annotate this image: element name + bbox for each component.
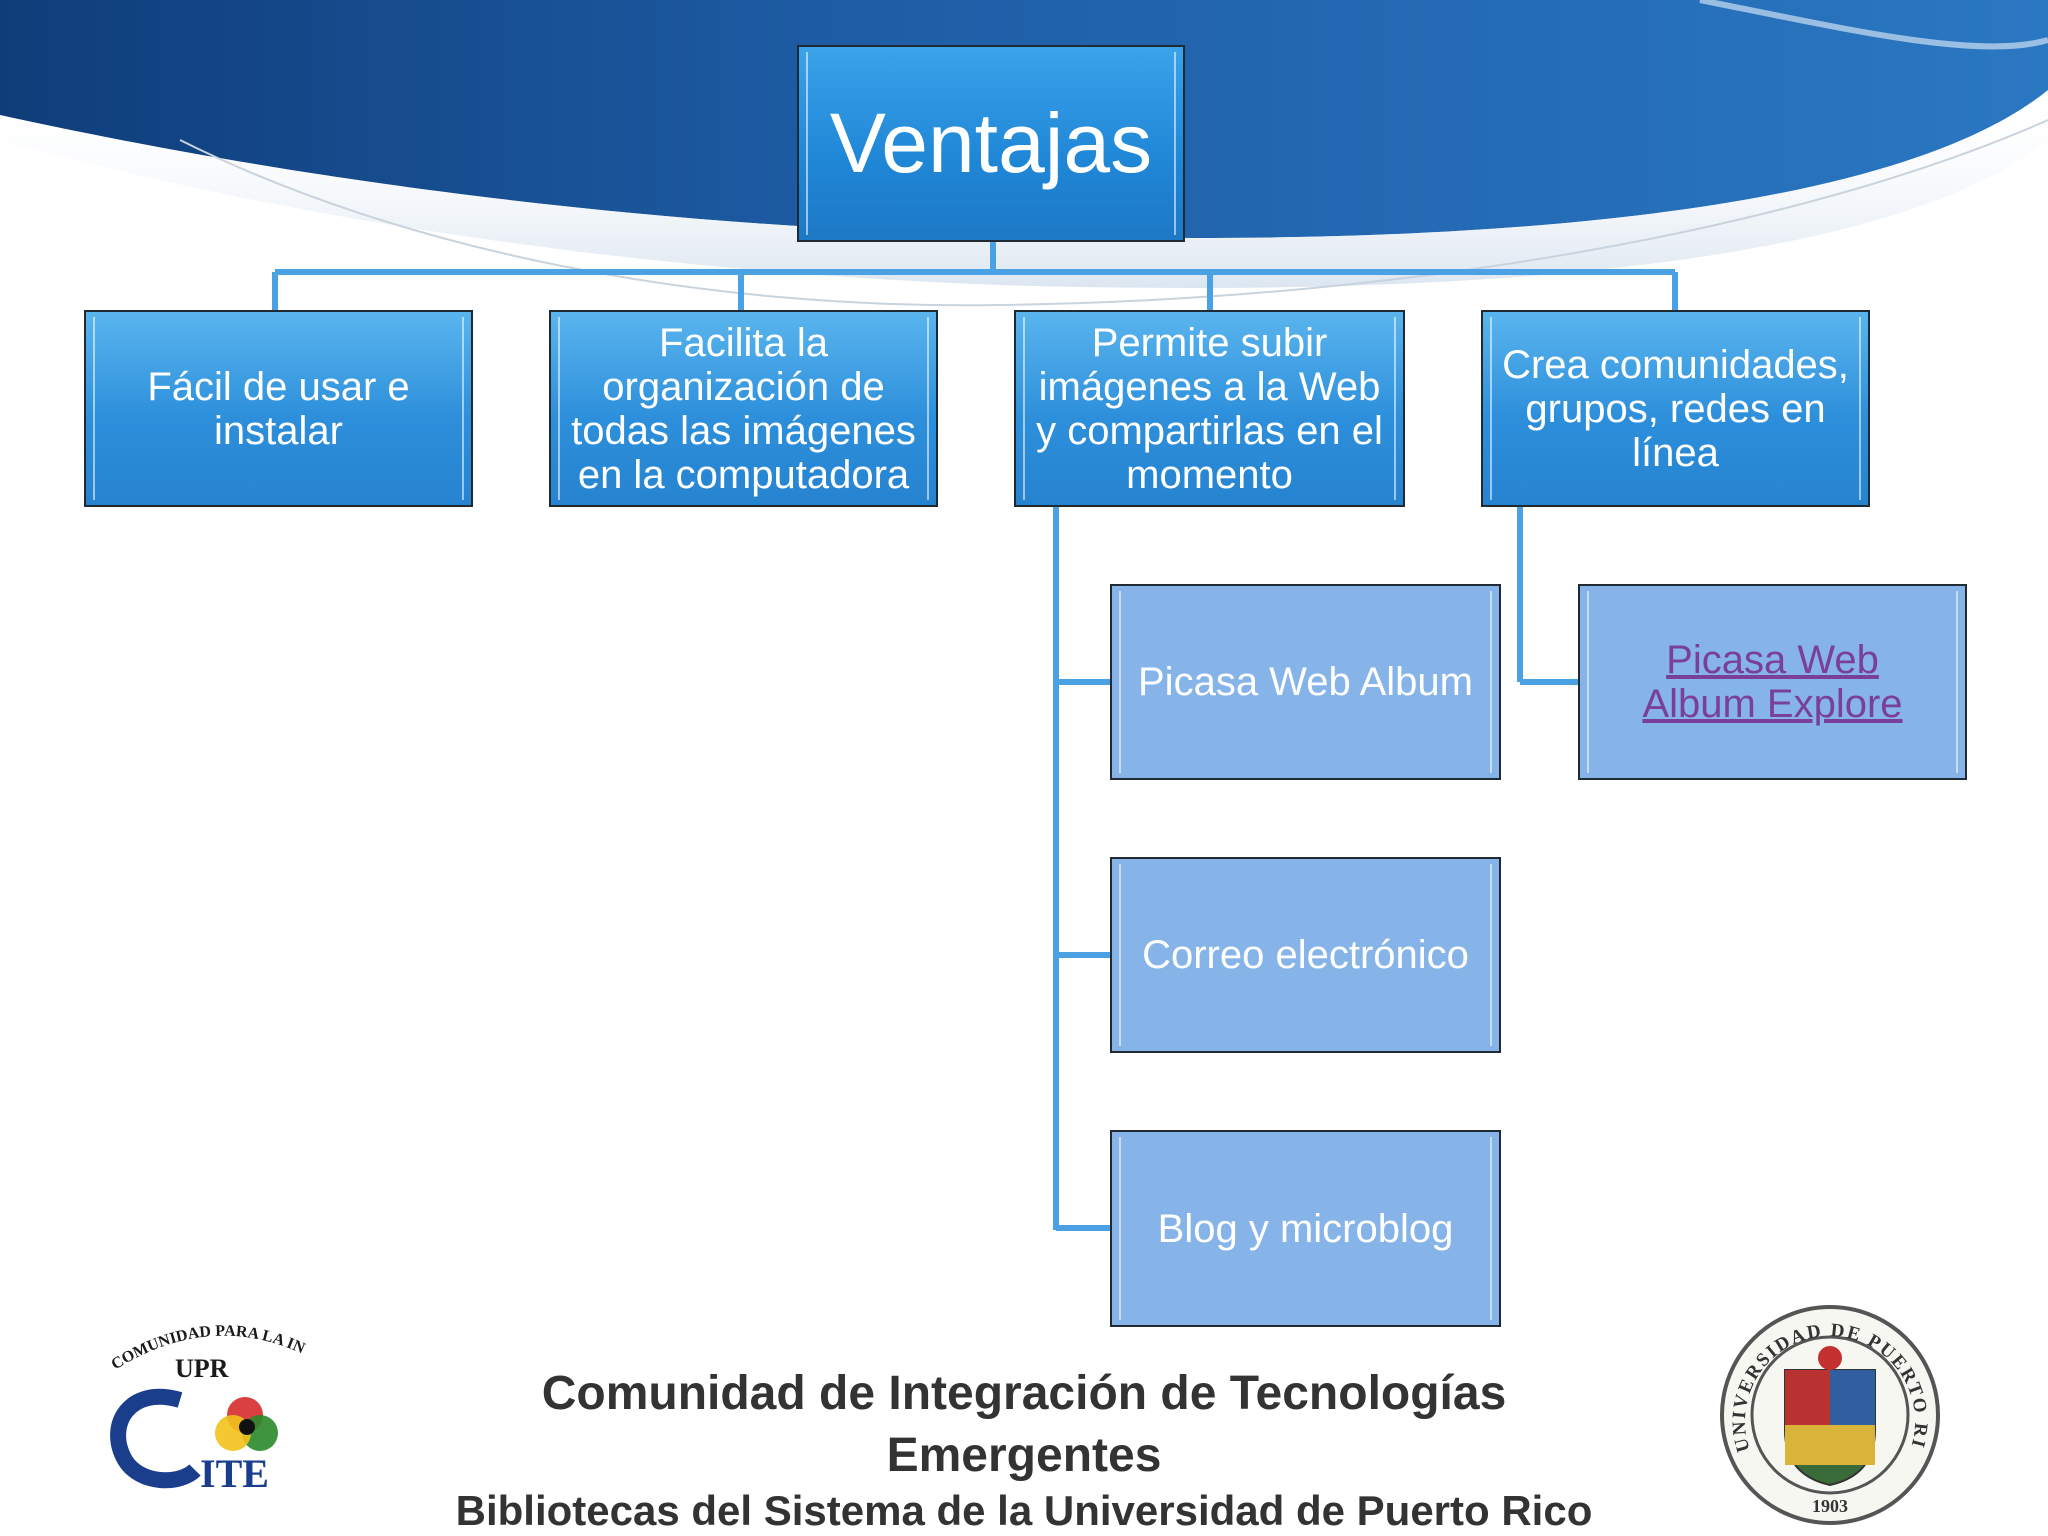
advantage-node-1: Fácil de usar e instalar [84,310,473,507]
svg-text:ITE: ITE [200,1451,269,1495]
advantage-node-2: Facilita la organización de todas las im… [549,310,938,507]
advantage-node-label: Facilita la organización de todas las im… [571,320,916,497]
footer-line-3: Bibliotecas del Sistema de la Universida… [455,1487,1593,1534]
upload-option-node-1: Picasa Web Album [1110,584,1501,780]
upr-seal-logo: UNIVERSIDAD DE PUERTO RICO 1903 [1715,1300,1940,1525]
root-node-ventajas: Ventajas [797,45,1185,242]
picasa-web-album-explore-link[interactable]: Picasa Web Album Explore [1642,638,1903,726]
footer-line-2: Emergentes [886,1429,1162,1482]
cite-upr-logo: COMUNIDAD PARA LA INTEGRACIÓN DE TECNOLO… [105,1315,308,1495]
svg-text:UPR: UPR [175,1354,229,1383]
upload-option-label: Blog y microblog [1157,1206,1454,1251]
advantage-node-3: Permite subir imágenes a la Web y compar… [1014,310,1405,507]
upload-option-node-2: Correo electrónico [1110,857,1501,1053]
advantage-node-label: Permite subir imágenes a la Web y compar… [1036,320,1383,497]
svg-text:1903: 1903 [1812,1496,1848,1516]
community-link-node: Picasa Web Album Explore [1578,584,1967,780]
footer-line-1: Comunidad de Integración de Tecnologías [541,1367,1507,1420]
advantage-node-label: Fácil de usar e instalar [147,364,410,453]
advantage-node-label: Crea comunidades, grupos, redes en línea [1502,342,1849,475]
upload-option-label: Correo electrónico [1142,933,1469,977]
advantage-node-4: Crea comunidades, grupos, redes en línea [1481,310,1870,507]
root-node-label: Ventajas [829,96,1153,190]
connector-lines [272,240,1678,1231]
upload-option-node-3: Blog y microblog [1110,1130,1501,1327]
upload-option-label: Picasa Web Album [1138,660,1473,704]
